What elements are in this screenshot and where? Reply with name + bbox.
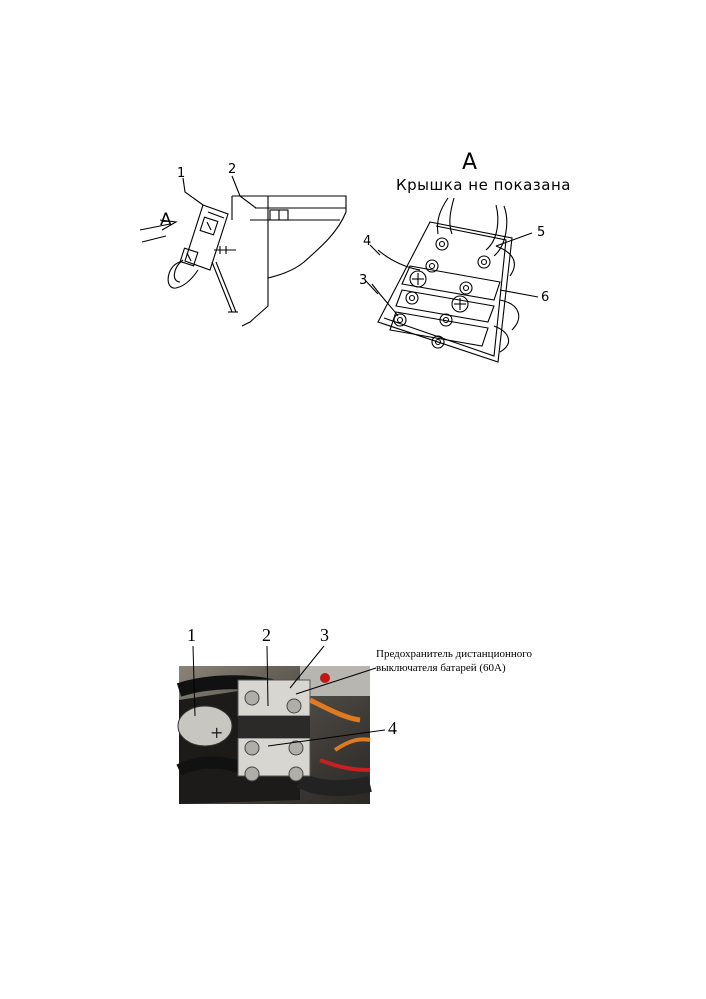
battery-plus-mark: + [210, 723, 223, 742]
callout-1-top: 1 [177, 166, 186, 181]
view-arrow-letter: А [160, 210, 172, 230]
callout-6-top: 6 [541, 290, 550, 305]
photo-callout-2: 2 [262, 625, 271, 645]
callout-4-top: 4 [363, 234, 372, 249]
fuse-label: Предохранитель дистанционного выключател… [376, 648, 532, 676]
view-a-subtitle: Крышка не показана [396, 176, 571, 194]
view-a-title: А [462, 150, 478, 175]
callout-3-top: 3 [359, 273, 368, 288]
fuse-label-line1: Предохранитель дистанционного [376, 648, 532, 660]
fuse-label-line2: выключателя батарей (60А) [376, 661, 506, 674]
photo-callout-1: 1 [187, 625, 196, 645]
photo-callout-3: 3 [320, 625, 329, 645]
callout-2-top: 2 [228, 162, 237, 177]
photo-callout-4: 4 [388, 718, 397, 738]
callout-5-top: 5 [537, 225, 546, 240]
